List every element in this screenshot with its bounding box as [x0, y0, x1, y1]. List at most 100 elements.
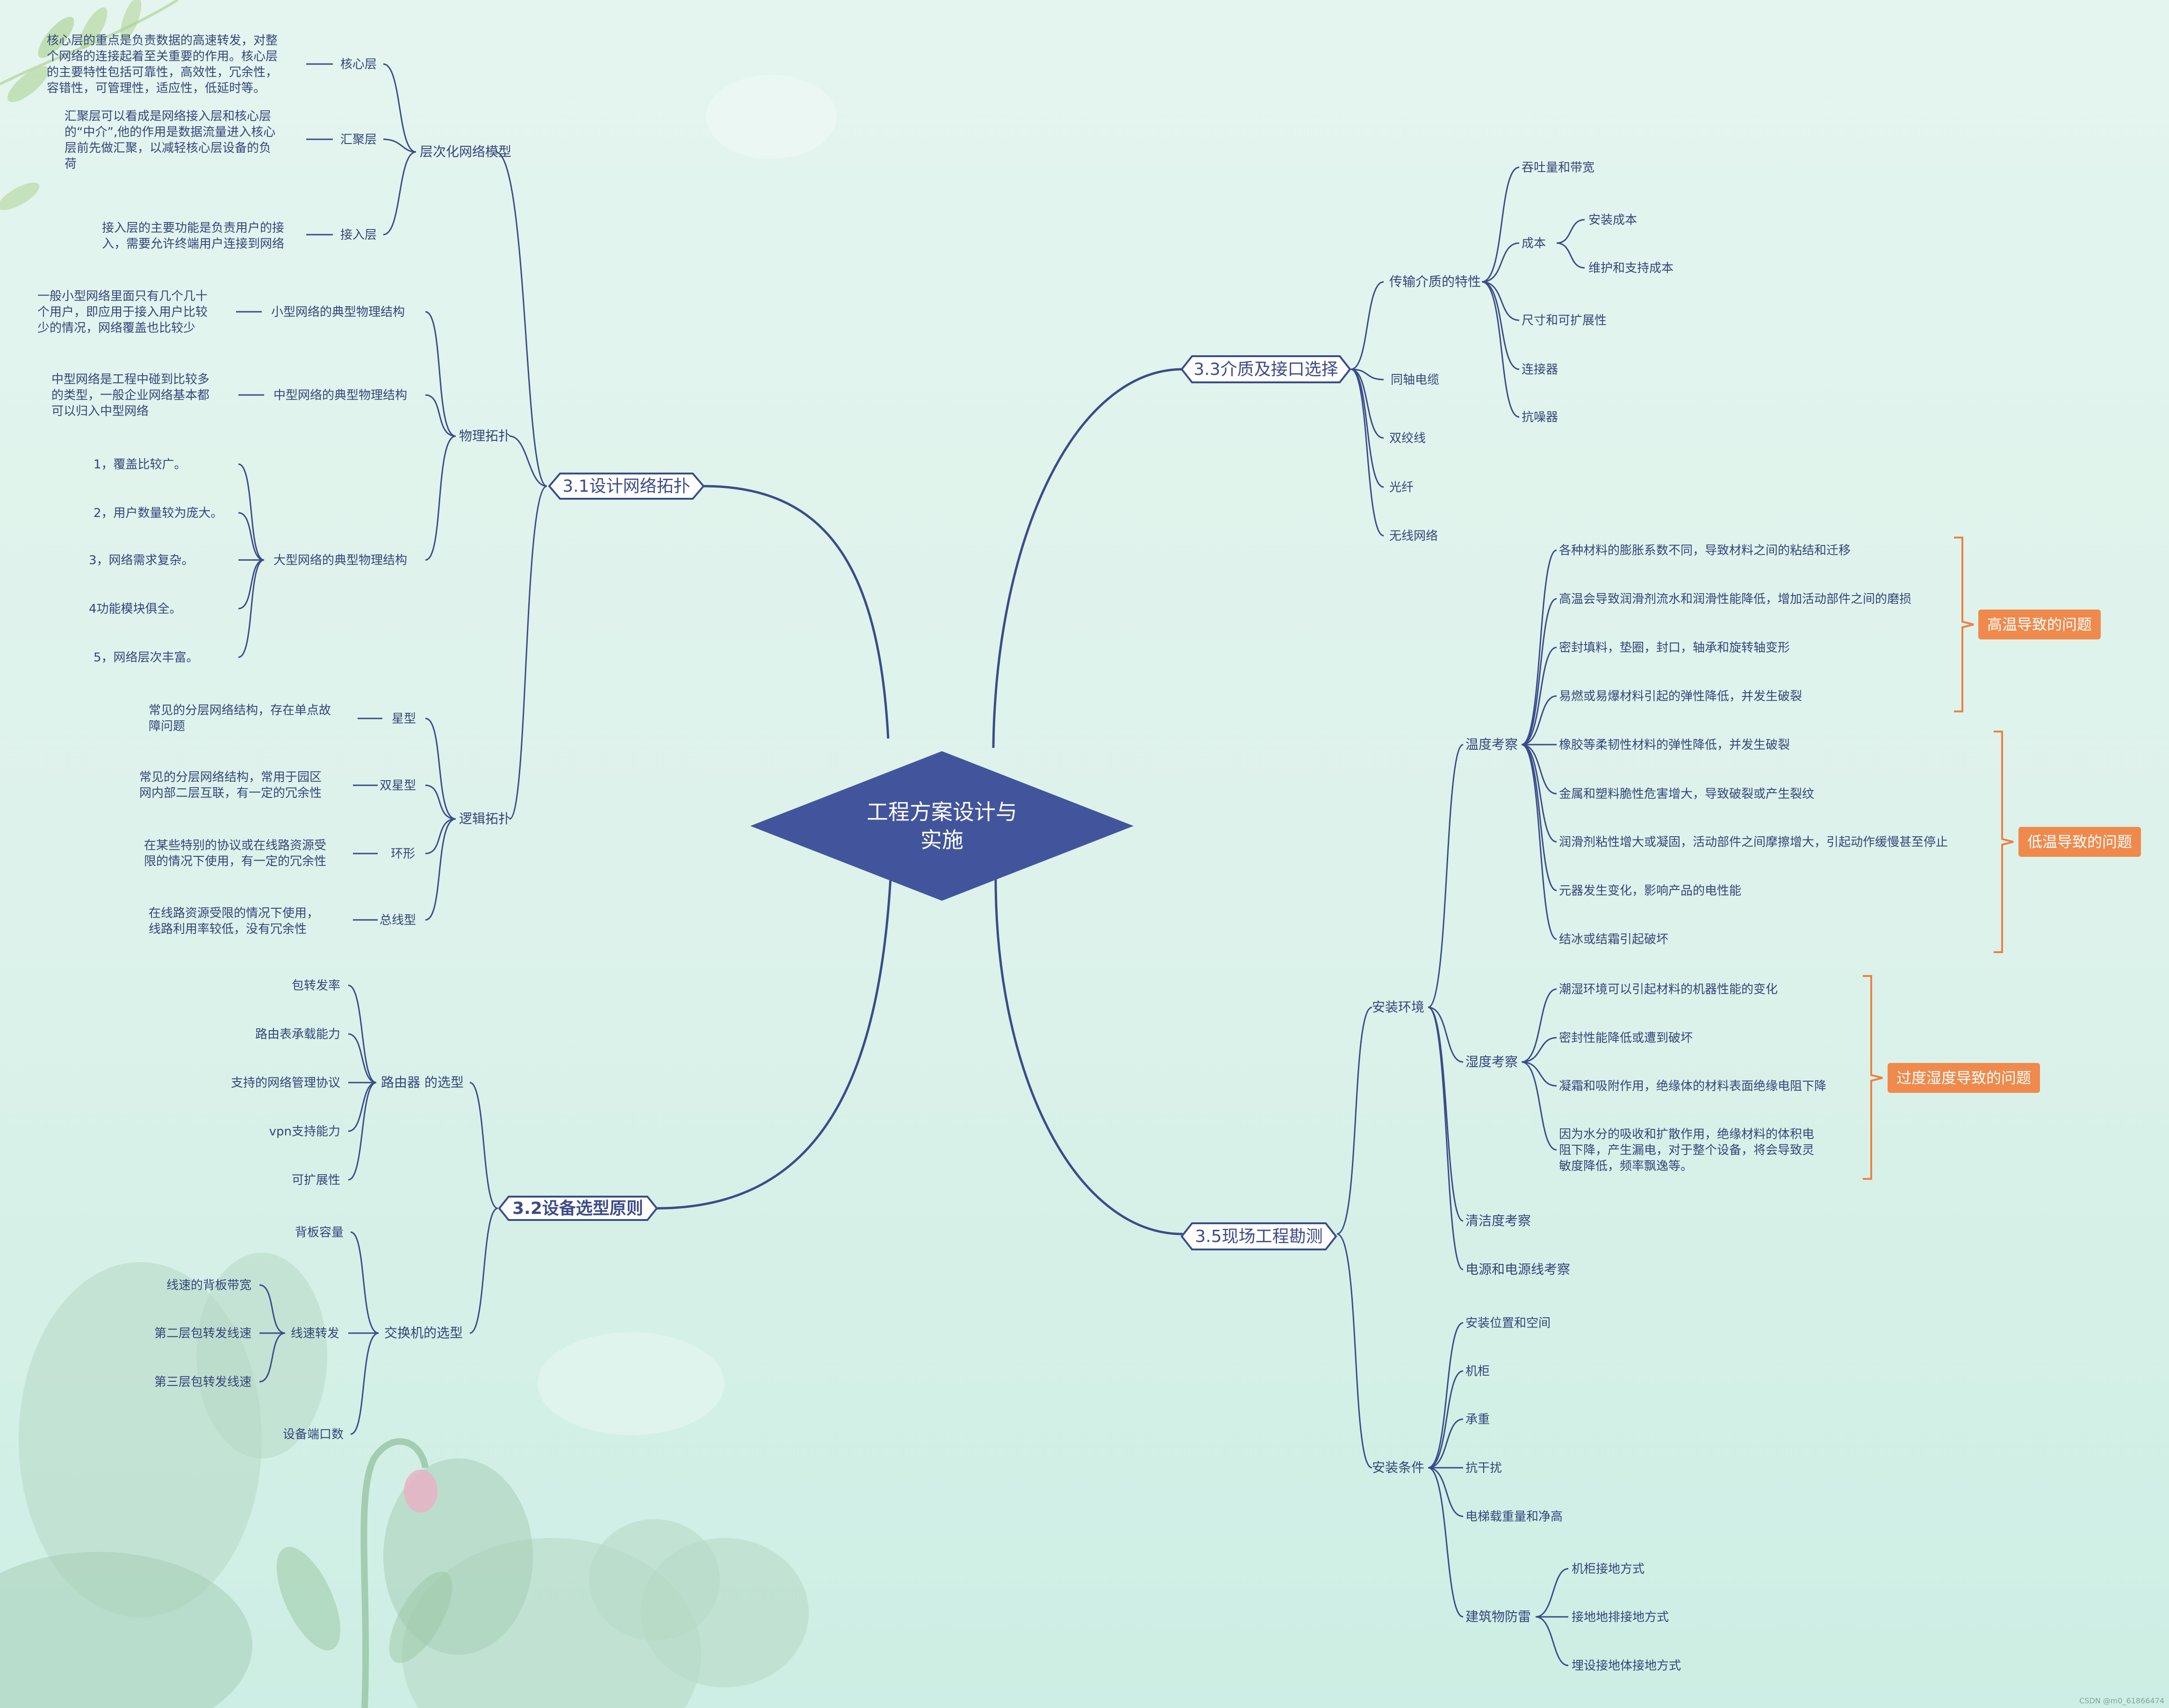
list-item: 阻下降，产生漏电，对于整个设备，将会导致灵 — [1559, 1143, 1814, 1157]
list-item: 第三层包转发线速 — [154, 1375, 251, 1389]
list-item: vpn支持能力 — [269, 1125, 340, 1139]
router-selection-label[interactable]: 路由器 的选型 — [381, 1075, 464, 1090]
list-item: 4功能模块俱全。 — [89, 602, 182, 616]
topic-3-1-title: 3.1设计网络拓扑 — [562, 477, 690, 496]
list-item: 第二层包转发线速 — [154, 1327, 251, 1341]
medium-network-desc: 中型网络是工程中碰到比较多 的类型，一般企业网络基本都 可以归入中型网络 — [51, 373, 209, 418]
topic-3-2-node[interactable]: 3.2设备选型原则 — [498, 1196, 658, 1221]
aggregation-layer-label[interactable]: 汇聚层 — [340, 133, 377, 147]
center-title-line1: 工程方案设计与 — [867, 799, 1017, 825]
list-item: 各种材料的膨胀系数不同，导致材料之间的粘结和迁移 — [1559, 544, 1851, 558]
branch-3-1-connectors — [236, 63, 547, 921]
watermark-text: CSDN @m0_61866474 — [2079, 1696, 2164, 1706]
svg-text:层前先做汇聚，以减轻核心层设备的负: 层前先做汇聚，以减轻核心层设备的负 — [65, 141, 271, 155]
list-item: 元器发生变化，影响产品的电性能 — [1559, 884, 1741, 898]
port-count: 设备端口数 — [283, 1428, 344, 1442]
svg-text:荷: 荷 — [65, 157, 77, 171]
tag-low-temp[interactable]: 低温导致的问题 — [2018, 827, 2141, 857]
tag-high-temp[interactable]: 高温导致的问题 — [1978, 610, 2101, 639]
large-network-label[interactable]: 大型网络的典型物理结构 — [273, 553, 407, 567]
install-cost: 安装成本 — [1588, 213, 1637, 227]
power-label[interactable]: 电源和电源线考察 — [1465, 1262, 1570, 1277]
list-item: 润滑剂粘性增大或凝固，活动部件之间摩擦增大，引起动作缓慢甚至停止 — [1559, 835, 1948, 849]
router-items: 包转发率 路由表承载能力 支持的网络管理协议 vpn支持能力 可扩展性 — [231, 979, 340, 1187]
bus-label[interactable]: 总线型 — [380, 913, 416, 927]
topic-3-2-title: 3.2设备选型原则 — [512, 1199, 643, 1218]
svg-text:限的情况下使用，有一定的冗余性: 限的情况下使用，有一定的冗余性 — [144, 854, 326, 868]
noise-resistance: 抗噪器 — [1522, 410, 1558, 424]
lightning-protection-label[interactable]: 建筑物防雷 — [1465, 1609, 1531, 1624]
svg-text:过度湿度导致的问题: 过度湿度导致的问题 — [1896, 1069, 2031, 1087]
list-item: 线速的背板带宽 — [166, 1278, 251, 1292]
svg-text:核心层的重点是负责数据的高速转发，对整: 核心层的重点是负责数据的高速转发，对整 — [47, 34, 278, 48]
core-layer-desc: 核心层的重点是负责数据的高速转发，对整 个网络的连接起着至关重要的作用。核心层 … — [47, 34, 278, 95]
temperature-label[interactable]: 温度考察 — [1465, 737, 1518, 752]
hierarchical-model-label[interactable]: 层次化网络模型 — [420, 144, 511, 159]
connector: 连接器 — [1522, 363, 1558, 377]
list-item: 5，网络层次丰富。 — [93, 651, 199, 665]
topic-3-3-node[interactable]: 3.3介质及接口选择 — [1180, 355, 1351, 383]
cost-label[interactable]: 成本 — [1522, 237, 1546, 251]
medium-network-label[interactable]: 中型网络的典型物理结构 — [273, 388, 407, 402]
wire-speed-items: 线速的背板带宽 第二层包转发线速 第三层包转发线速 — [154, 1278, 251, 1389]
branch-3-5-connectors — [1336, 549, 1569, 1666]
media-characteristics-label[interactable]: 传输介质的特性 — [1389, 274, 1481, 289]
star-label[interactable]: 星型 — [392, 712, 416, 726]
svg-text:的主要特性包括可靠性，高效性，冗余性，: 的主要特性包括可靠性，高效性，冗余性， — [47, 65, 278, 79]
svg-text:常见的分层网络结构，常用于园区: 常见的分层网络结构，常用于园区 — [139, 770, 322, 784]
list-item: 机柜 — [1465, 1364, 1490, 1378]
center-title-line2: 实施 — [920, 827, 963, 853]
dual-star-label[interactable]: 双星型 — [380, 779, 416, 793]
list-item: 结冰或结霜引起破坏 — [1559, 933, 1668, 947]
cleanliness-label[interactable]: 清洁度考察 — [1465, 1213, 1531, 1228]
svg-text:可以归入中型网络: 可以归入中型网络 — [51, 404, 149, 418]
wire-speed-label[interactable]: 线速转发 — [291, 1327, 339, 1341]
list-item: 光纤 — [1389, 481, 1414, 495]
svg-text:的类型，一般企业网络基本都: 的类型，一般企业网络基本都 — [51, 388, 209, 402]
svg-text:在线路资源受限的情况下使用，: 在线路资源受限的情况下使用， — [149, 906, 319, 920]
list-item: 1，覆盖比较广。 — [93, 458, 187, 472]
ring-label[interactable]: 环形 — [391, 847, 415, 861]
svg-text:在某些特别的协议或在线路资源受: 在某些特别的协议或在线路资源受 — [144, 839, 326, 853]
svg-text:障问题: 障问题 — [149, 719, 185, 733]
logical-topology-label[interactable]: 逻辑拓扑 — [459, 811, 511, 826]
topic-3-1-node[interactable]: 3.1设计网络拓扑 — [548, 473, 705, 500]
topic-3-5-node[interactable]: 3.5现场工程勘测 — [1180, 1222, 1337, 1250]
svg-text:个用户，即应用于接入用户比较: 个用户，即应用于接入用户比较 — [37, 305, 208, 319]
list-item: 抗干扰 — [1465, 1461, 1502, 1475]
access-layer-label[interactable]: 接入层 — [340, 228, 377, 242]
list-item: 接地地排接地方式 — [1572, 1610, 1669, 1624]
throughput-bandwidth: 吞吐量和带宽 — [1522, 161, 1594, 175]
small-network-label[interactable]: 小型网络的典型物理结构 — [271, 305, 405, 319]
install-environment-label[interactable]: 安装环境 — [1372, 999, 1424, 1015]
physical-topology-label[interactable]: 物理拓扑 — [459, 428, 511, 444]
branch-3-3-connectors — [1350, 166, 1585, 537]
core-layer-label[interactable]: 核心层 — [340, 57, 377, 72]
list-item: 双绞线 — [1389, 431, 1426, 445]
large-network-items: 1，覆盖比较广。 2，用户数量较为庞大。 3，网络需求复杂。 4功能模块俱全。 … — [89, 458, 223, 665]
list-item: 包转发率 — [292, 979, 340, 993]
center-node[interactable]: 工程方案设计与 实施 — [750, 751, 1134, 901]
list-item: 机柜接地方式 — [1572, 1562, 1645, 1576]
humidity-items: 潮湿环境可以引起材料的机器性能的变化 密封性能降低或遭到破坏 凝霜和吸附作用，绝… — [1559, 983, 1826, 1173]
maintenance-cost: 维护和支持成本 — [1588, 261, 1673, 275]
aggregation-layer-desc: 汇聚层可以看成是网络接入层和核心层 的“中介”,他的作用是数据流量进入核心 层前… — [65, 109, 275, 171]
install-conditions-label[interactable]: 安装条件 — [1372, 1460, 1424, 1475]
list-item: 无线网络 — [1389, 529, 1438, 543]
main-connectors — [656, 368, 1183, 1235]
svg-text:高温导致的问题: 高温导致的问题 — [1987, 616, 2092, 633]
list-item: 密封填料，垫圈，封口，轴承和旋转轴变形 — [1559, 641, 1790, 655]
svg-text:容错性，可管理性，适应性，低延时等。: 容错性，可管理性，适应性，低延时等。 — [47, 81, 266, 95]
list-item: 3，网络需求复杂。 — [89, 553, 194, 567]
backplane-capacity: 背板容量 — [295, 1226, 344, 1240]
list-item: 路由表承载能力 — [255, 1027, 340, 1041]
humidity-label[interactable]: 湿度考察 — [1465, 1054, 1518, 1069]
tag-humidity[interactable]: 过度湿度导致的问题 — [1888, 1063, 2040, 1093]
svg-text:个网络的连接起着至关重要的作用。核心层: 个网络的连接起着至关重要的作用。核心层 — [47, 50, 278, 64]
list-item: 埋设接地体接地方式 — [1572, 1659, 1681, 1673]
issue-brackets — [1863, 537, 2014, 1180]
ring-desc: 在某些特别的协议或在线路资源受 限的情况下使用，有一定的冗余性 — [144, 839, 326, 868]
svg-text:的“中介”,他的作用是数据流量进入核心: 的“中介”,他的作用是数据流量进入核心 — [65, 125, 275, 139]
svg-text:低温导致的问题: 低温导致的问题 — [2027, 833, 2132, 851]
switch-selection-label[interactable]: 交换机的选型 — [384, 1325, 463, 1341]
